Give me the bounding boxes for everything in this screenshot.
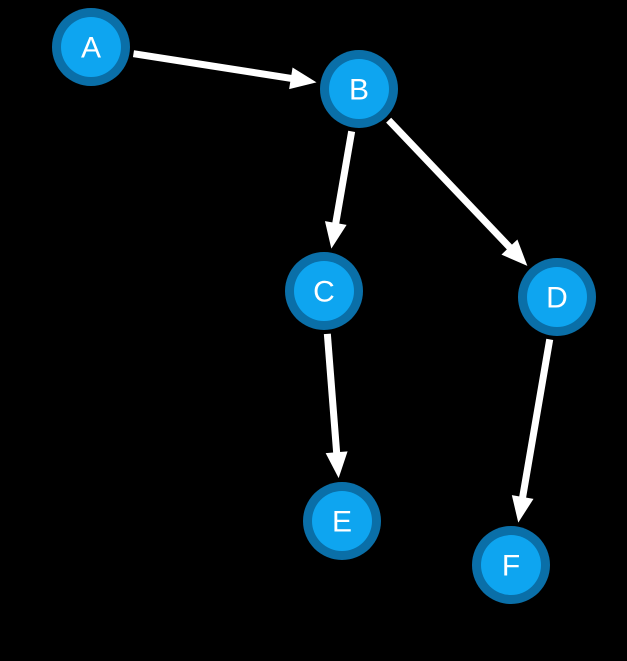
edges-layer (132, 50, 554, 523)
node-core (527, 267, 587, 327)
graph-node-a[interactable]: A (52, 8, 130, 86)
graph-edge[interactable] (511, 338, 554, 523)
graph-edge[interactable] (386, 117, 528, 266)
node-core (329, 59, 389, 119)
edge-line (331, 130, 356, 227)
graph-node-d[interactable]: D (518, 258, 596, 336)
edge-line (386, 117, 515, 252)
edge-arrowhead (511, 495, 534, 523)
edge-line (323, 333, 341, 456)
graph-node-c[interactable]: C (285, 252, 363, 330)
graph-node-f[interactable]: F (472, 526, 550, 604)
graph-node-e[interactable]: E (303, 482, 381, 560)
edge-arrowhead (324, 221, 347, 249)
graph-edge[interactable] (324, 130, 356, 249)
graph-edge[interactable] (132, 50, 317, 90)
edge-arrowhead (501, 239, 528, 266)
node-label: E (332, 506, 352, 539)
graph-edge[interactable] (323, 333, 348, 479)
edge-arrowhead (325, 451, 348, 479)
node-core (312, 491, 372, 551)
graph-node-b[interactable]: B (320, 50, 398, 128)
node-label: B (349, 74, 369, 107)
node-label: D (546, 282, 568, 315)
node-label: C (313, 276, 335, 309)
edge-line (518, 338, 554, 501)
node-core (294, 261, 354, 321)
node-label: F (502, 550, 520, 583)
node-label: A (81, 32, 101, 65)
edge-line (132, 50, 295, 83)
nodes-layer: A B C D E F (52, 8, 596, 604)
edge-arrowhead (289, 67, 317, 90)
node-core (481, 535, 541, 595)
node-core (61, 17, 121, 77)
